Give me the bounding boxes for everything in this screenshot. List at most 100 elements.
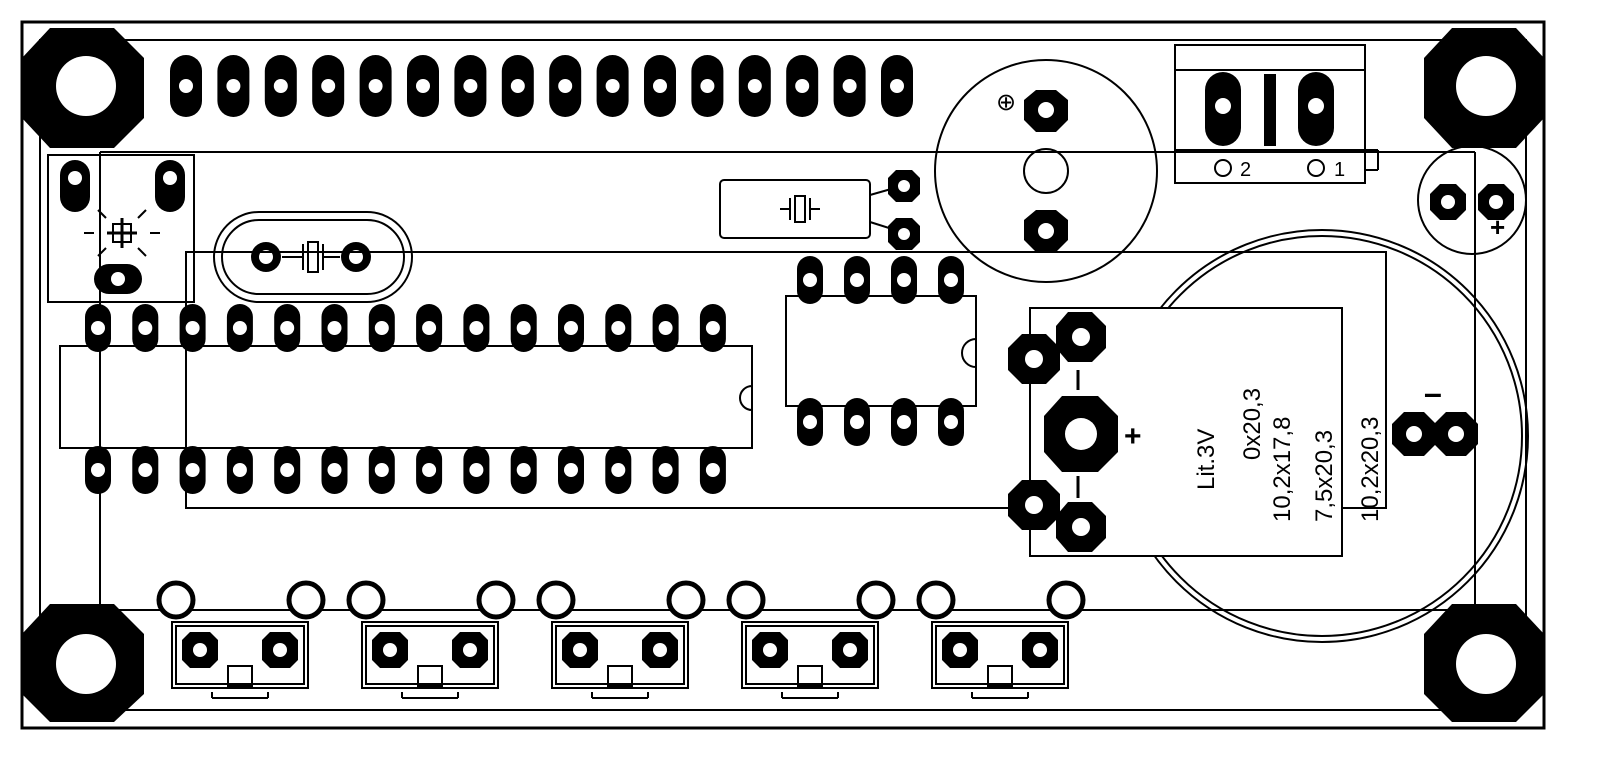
dip8-bottom-pins bbox=[797, 398, 964, 446]
header-pad bbox=[786, 55, 819, 117]
dip28-top-pins bbox=[85, 304, 726, 352]
crystal-symbol-icon bbox=[282, 241, 340, 273]
dip28-pin bbox=[652, 446, 679, 494]
button-ring-pad bbox=[916, 580, 956, 620]
header-pad bbox=[596, 55, 629, 117]
dip28-pin bbox=[558, 304, 584, 352]
header-pad bbox=[691, 55, 724, 117]
terminal-block: 2 1 bbox=[1174, 44, 1379, 184]
button-ring-pad bbox=[856, 580, 896, 620]
dip28-pin bbox=[605, 446, 632, 494]
battery-plus-label: + bbox=[1124, 420, 1142, 453]
dip8-pin bbox=[938, 256, 964, 304]
dip8-pin bbox=[938, 398, 964, 446]
buzzer: ⊕ bbox=[934, 59, 1158, 283]
header-pad bbox=[407, 55, 439, 117]
mounting-hole-top-left bbox=[22, 28, 144, 148]
dip28-pin bbox=[179, 446, 206, 494]
dip28-pin bbox=[274, 446, 301, 494]
dip8-pin bbox=[844, 256, 870, 304]
dip28-pin bbox=[699, 446, 726, 494]
dip8-pin bbox=[891, 256, 917, 304]
push-button bbox=[916, 580, 1086, 699]
watch-crystal bbox=[719, 170, 920, 250]
dip28-pin bbox=[132, 446, 159, 494]
dip28-pin bbox=[179, 304, 206, 352]
header-pad bbox=[454, 55, 487, 117]
button-ring-pad bbox=[476, 580, 516, 620]
dip28-pin bbox=[226, 446, 253, 494]
dip28-pin bbox=[226, 304, 253, 352]
dip8-top-pins bbox=[797, 256, 964, 304]
battery-minus-label: – bbox=[1424, 375, 1442, 411]
battery-holder: + – Lit.3V 0x20,3 10,2x17,8 7,5x20,3 10,… bbox=[1008, 229, 1529, 643]
dip28-pin bbox=[416, 446, 443, 494]
dip8-pin bbox=[797, 398, 823, 446]
dip28-pin bbox=[368, 446, 395, 494]
dip28-pin bbox=[85, 304, 111, 352]
push-button bbox=[726, 580, 896, 699]
header-pad bbox=[170, 55, 202, 117]
header-pad bbox=[833, 55, 866, 117]
dip28-pin bbox=[652, 304, 679, 352]
header-pad bbox=[881, 55, 913, 117]
button-ring-pad bbox=[286, 580, 326, 620]
capacitor-plus-label: + bbox=[1490, 212, 1505, 242]
push-button bbox=[536, 580, 706, 699]
dip28-pin bbox=[132, 304, 159, 352]
battery-size-label-3: 7,5x20,3 bbox=[1311, 430, 1338, 522]
button-ring-pad bbox=[726, 580, 766, 620]
dip8-chip bbox=[785, 256, 977, 446]
dip28-pin bbox=[699, 304, 726, 352]
button-ring-pad bbox=[346, 580, 386, 620]
header-pad bbox=[738, 55, 771, 117]
terminal-pin1-label: 1 bbox=[1334, 159, 1345, 181]
battery-size-label-4: 10,2x20,3 bbox=[1357, 417, 1384, 522]
button-ring-pad bbox=[536, 580, 576, 620]
battery-size-label-2: 10,2x17,8 bbox=[1269, 417, 1296, 522]
dip28-pin bbox=[321, 304, 348, 352]
header-pad bbox=[644, 55, 676, 117]
dip28-pin bbox=[85, 446, 111, 494]
led-component bbox=[47, 154, 195, 303]
dip28-pin bbox=[321, 446, 348, 494]
header-pad bbox=[549, 55, 582, 117]
battery-size-label-0: Lit.3V bbox=[1193, 429, 1220, 490]
push-buttons bbox=[156, 580, 1086, 699]
dip28-pin bbox=[510, 446, 537, 494]
dip28-pin bbox=[558, 446, 584, 494]
dip8-pin bbox=[797, 256, 823, 304]
button-ring-pad bbox=[666, 580, 706, 620]
dip28-pin bbox=[416, 304, 443, 352]
terminal-pin2-label: 2 bbox=[1240, 159, 1251, 181]
dip8-pin bbox=[844, 398, 870, 446]
capacitor: + bbox=[1417, 145, 1527, 255]
buzzer-plus-label: ⊕ bbox=[996, 89, 1016, 116]
button-ring-pad bbox=[156, 580, 196, 620]
top-header-pads bbox=[170, 55, 913, 117]
mounting-hole-top-right bbox=[1424, 28, 1544, 148]
button-ring-pad bbox=[1046, 580, 1086, 620]
mounting-hole-bottom-right bbox=[1424, 604, 1544, 722]
mounting-holes bbox=[22, 28, 1544, 722]
header-pad bbox=[312, 55, 345, 117]
header-pad bbox=[501, 55, 534, 117]
dip28-bottom-pins bbox=[85, 446, 726, 494]
battery-size-label-1: 0x20,3 bbox=[1239, 388, 1266, 460]
crystal-oscillator bbox=[213, 211, 413, 303]
header-pad bbox=[264, 55, 297, 117]
dip28-pin bbox=[463, 446, 490, 494]
dip8-pin bbox=[891, 398, 917, 446]
led-symbol-icon bbox=[84, 209, 160, 257]
push-button bbox=[346, 580, 516, 699]
dip28-pin bbox=[368, 304, 395, 352]
mounting-hole-bottom-left bbox=[22, 604, 144, 722]
dip28-pin bbox=[463, 304, 490, 352]
crystal-symbol-icon bbox=[780, 195, 820, 223]
dip28-pin bbox=[274, 304, 301, 352]
push-button bbox=[156, 580, 326, 699]
board-outline bbox=[20, 20, 1546, 730]
header-pad bbox=[359, 55, 392, 117]
dip28-pin bbox=[510, 304, 537, 352]
